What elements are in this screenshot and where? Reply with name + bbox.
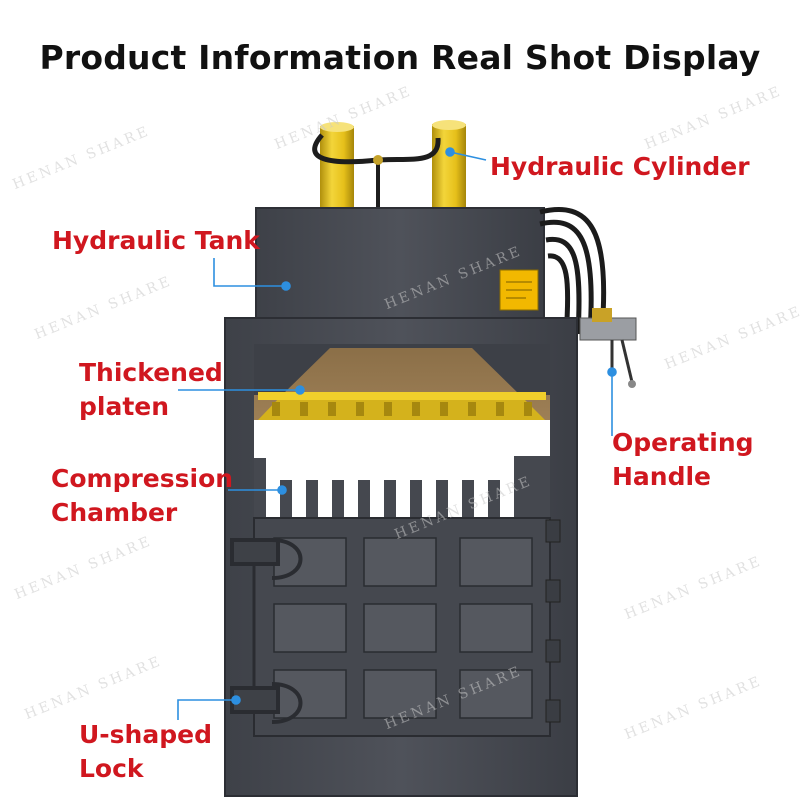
hydraulic-cylinders <box>312 120 466 212</box>
label-hydraulic-tank: Hydraulic Tank <box>52 226 260 255</box>
baler-main-body <box>224 317 578 797</box>
hydraulic-tank <box>255 207 545 319</box>
page-title: Product Information Real Shot Display <box>39 38 761 77</box>
hydraulic-hoses <box>539 207 637 341</box>
thickened-platen <box>258 392 546 420</box>
label-u-shaped-lock: U-shaped Lock <box>79 720 212 783</box>
label-hydraulic-cylinder: Hydraulic Cylinder <box>490 152 750 181</box>
label-compression-chamber: Compression Chamber <box>51 464 234 527</box>
front-door <box>230 517 561 737</box>
label-thickened-platen: Thickened platen <box>79 358 223 421</box>
label-operating-handle: Operating Handle <box>612 428 754 491</box>
compression-chamber <box>254 456 550 518</box>
callout-pointers <box>177 147 617 720</box>
